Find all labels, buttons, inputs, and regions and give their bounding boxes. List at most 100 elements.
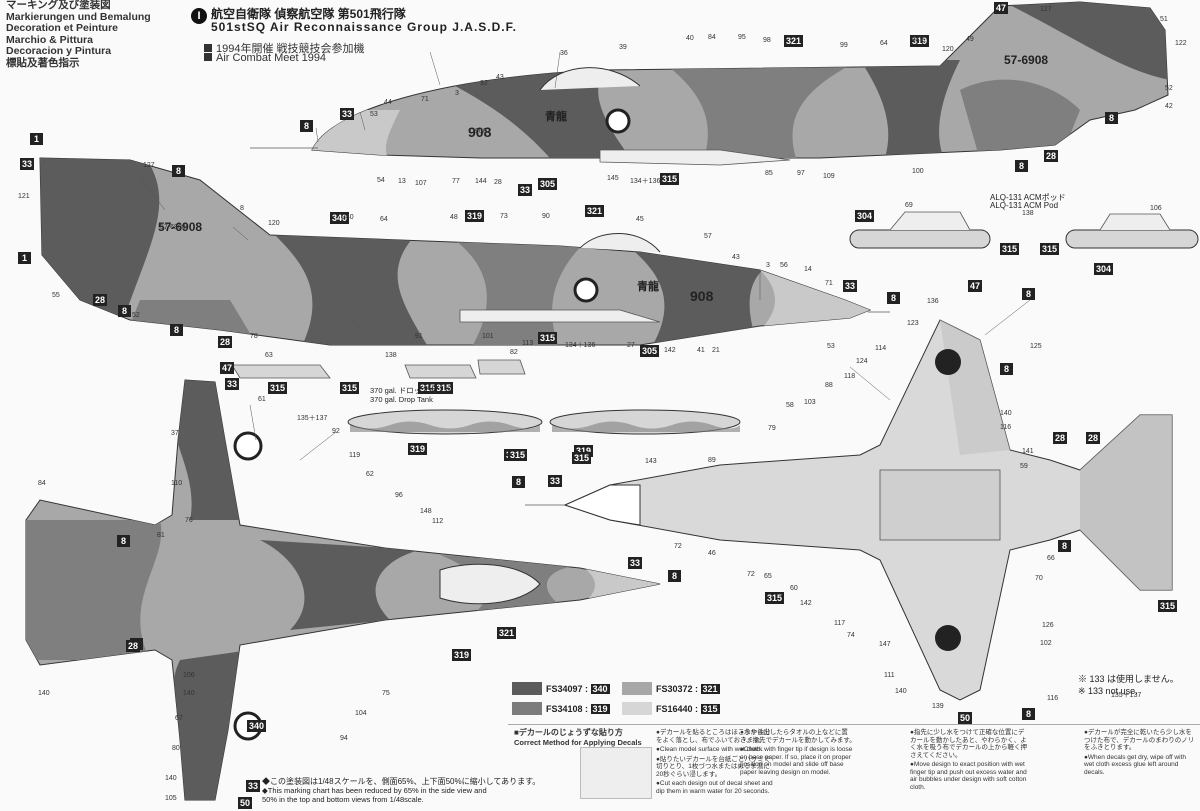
decal-box-340: 340: [247, 720, 267, 732]
decal-box-340: 340: [330, 212, 350, 224]
side-view-upper: 908 青龍 57-6908: [250, 1, 1169, 166]
event-jp: 1994年開催 戦技競技会参加機: [204, 40, 365, 56]
callout-75: 96: [395, 492, 403, 499]
decal-box-33: 33: [518, 184, 533, 196]
callout-15: 95: [738, 34, 746, 41]
side-view-lower: 908 青龍 57-6908: [39, 157, 890, 346]
decal-box-321: 321: [585, 205, 605, 217]
event-en: Air Combat Meet 1994: [204, 52, 326, 64]
decal-box-304: 304: [855, 210, 875, 222]
decal-box-315: 315: [1000, 243, 1020, 255]
step-3: ●水から出したらタオルの上などに置き、指先でデカールを動かしてみます。●Chec…: [740, 729, 856, 776]
callout-63: 21: [712, 347, 720, 354]
decal-box-321: 321: [497, 627, 517, 639]
decal-box-47: 47: [220, 362, 235, 374]
callout-33: 109: [823, 173, 835, 180]
callout-87: 104: [355, 710, 367, 717]
callout-17: 43: [496, 74, 504, 81]
callout-20: 53: [370, 111, 378, 118]
callout-26: 77: [452, 178, 460, 185]
callout-51: 71: [825, 280, 833, 287]
decal-box-33: 33: [340, 108, 355, 120]
scale-note-en: ◆This marking chart has been reduced by …: [262, 786, 487, 804]
callout-53: 55: [52, 292, 60, 299]
title-en: 501stSQ Air Reconnaissance Group J.A.S.D…: [211, 20, 517, 34]
decal-box-8: 8: [117, 535, 130, 547]
decal-box-321: 321: [784, 35, 804, 47]
callout-18: 32: [480, 80, 488, 87]
pylons: [231, 359, 526, 379]
callout-0: 127: [1040, 6, 1052, 13]
callout-11: 36: [560, 50, 568, 57]
callout-70: 61: [258, 396, 266, 403]
callout-120: 111: [884, 672, 895, 679]
decal-box-50: 50: [958, 712, 973, 724]
decal-box-47: 47: [994, 2, 1009, 14]
decal-box-33: 33: [843, 280, 858, 292]
callout-83: 140: [38, 690, 50, 697]
decal-box-8: 8: [512, 476, 525, 488]
callout-34: 100: [912, 168, 924, 175]
callout-79: 76: [185, 517, 193, 524]
callout-93: 143: [645, 458, 657, 465]
decal-box-1: 1: [18, 252, 31, 264]
callout-71: 135＋137: [297, 415, 328, 422]
callout-97: 72: [747, 571, 755, 578]
callout-55: 78: [250, 333, 258, 340]
callout-1: 51: [1160, 16, 1168, 23]
callout-73: 119: [349, 452, 361, 459]
callout-42: 48: [450, 214, 458, 221]
callout-124: 140: [895, 688, 907, 695]
side-lower-modex: 908: [690, 288, 714, 304]
decal-box-8: 8: [668, 570, 681, 582]
swatch-319: [512, 702, 542, 715]
title-jp: 航空自衛隊 偵察航空隊 第501飛行隊: [211, 7, 406, 21]
callout-114: 70: [1035, 575, 1043, 582]
callout-99: 79: [768, 425, 776, 432]
decal-box-8: 8: [1022, 708, 1035, 720]
callout-5: 99: [840, 42, 848, 49]
callout-68: 138: [385, 352, 397, 359]
decal-box-315: 315: [434, 382, 454, 394]
callout-36: 127: [143, 162, 155, 169]
decal-box-304: 304: [1094, 263, 1114, 275]
callout-22: 908: [475, 128, 487, 135]
callout-77: 112: [432, 518, 444, 525]
decal-box-315: 315: [538, 332, 558, 344]
pod-title-en: ALQ-131 ACM Pod: [990, 201, 1059, 210]
callout-25: 107: [415, 180, 427, 187]
callout-59: 134＋136: [565, 342, 596, 349]
callout-90: 80: [172, 745, 180, 752]
decal-box-8: 8: [1015, 160, 1028, 172]
decal-box-8: 8: [300, 120, 313, 132]
not-use-note-en: ※ 133 not use.: [1078, 686, 1138, 696]
callout-35: 121: [18, 193, 30, 200]
callout-30: 134＋136: [630, 178, 661, 185]
callout-95: 72: [674, 543, 682, 550]
side-lower-serial: 57-6908: [158, 220, 202, 234]
decal-box-305: 305: [640, 345, 660, 357]
callout-61: 142: [664, 347, 676, 354]
side-upper-modex: 908: [468, 124, 492, 140]
decal-box-8: 8: [1022, 288, 1035, 300]
callout-60: 27: [627, 342, 635, 349]
callout-84: 106: [183, 672, 195, 679]
callout-98: 65: [764, 573, 772, 580]
decal-box-315: 315: [268, 382, 288, 394]
side-lower-kanji: 青龍: [637, 279, 659, 293]
decal-box-315: 315: [340, 382, 360, 394]
callout-96: 46: [708, 550, 716, 557]
callout-88: 67: [175, 715, 183, 722]
callout-76: 148: [420, 508, 432, 515]
decal-box-50: 50: [238, 797, 253, 809]
callout-47: 43: [732, 254, 740, 261]
callout-62: 41: [697, 347, 705, 354]
decal-box-8: 8: [1058, 540, 1071, 552]
swatch-340: [512, 682, 542, 695]
callout-31: 85: [765, 170, 773, 177]
decal-box-319: 319: [408, 443, 428, 455]
callout-64: 69: [905, 202, 913, 209]
decal-box-28: 28: [218, 336, 233, 348]
decal-box-319: 319: [452, 649, 472, 661]
